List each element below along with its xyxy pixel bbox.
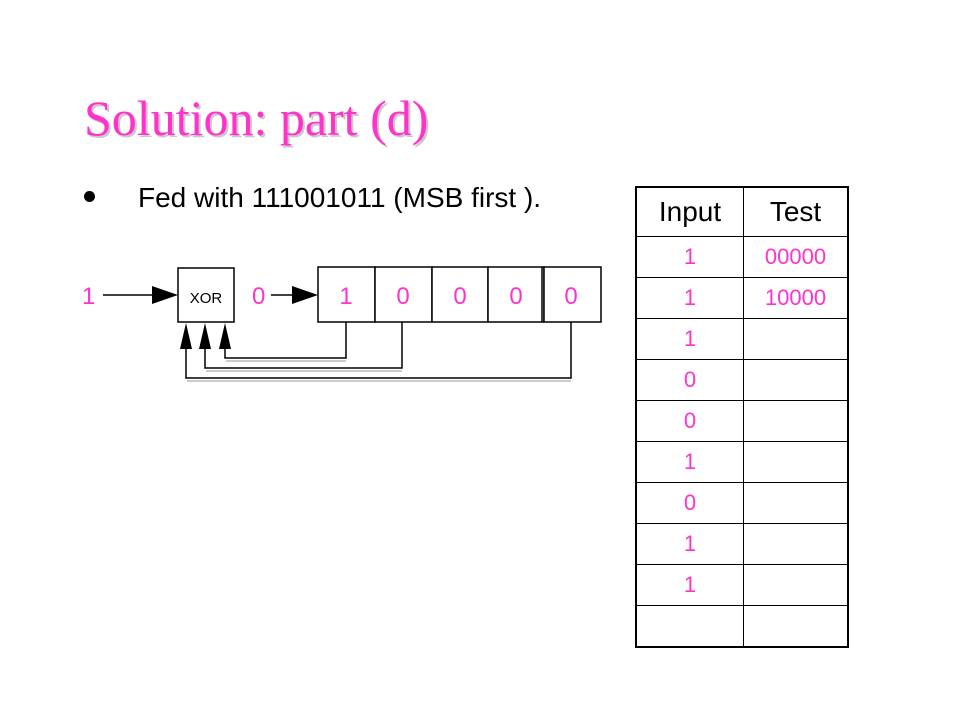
- input-cell: 1: [635, 277, 744, 319]
- test-cell: [743, 359, 849, 401]
- register-bit: 0: [564, 283, 577, 310]
- table-row: 0: [635, 400, 849, 442]
- test-cell: [743, 564, 849, 606]
- input-arrowhead: [152, 286, 178, 304]
- register-cell: [543, 266, 602, 323]
- header-input: Input: [635, 186, 744, 237]
- register-cell: [317, 266, 376, 323]
- input-cell: [635, 605, 744, 648]
- register-bit: 0: [453, 283, 466, 310]
- input-cell: 1: [635, 318, 744, 360]
- xor-output-label: 0: [252, 283, 265, 310]
- feedback-tap-2: [204, 322, 403, 369]
- input-cell: 1: [635, 523, 744, 565]
- test-cell: [743, 400, 849, 442]
- input-cell: 1: [635, 236, 744, 278]
- test-cell: [743, 605, 849, 648]
- register-bit: 1: [339, 283, 352, 310]
- bullet-dot: [84, 191, 95, 202]
- register-bit: 0: [509, 283, 522, 310]
- table-row: 1: [635, 441, 849, 483]
- test-cell: [743, 441, 849, 483]
- table-header-row: Input Test: [635, 186, 849, 237]
- feedback-tap-3: [185, 322, 572, 379]
- register-cell: [374, 266, 433, 323]
- register-cell: [487, 266, 545, 323]
- test-cell: 10000: [743, 277, 849, 319]
- feedback-arrowhead: [219, 323, 231, 349]
- header-test: Test: [743, 186, 849, 237]
- test-cell: [743, 318, 849, 360]
- slide-title: Solution: part (d): [84, 90, 429, 146]
- feedback-tap-1: [224, 322, 347, 359]
- table-row: 0: [635, 359, 849, 401]
- table-row: 1: [635, 318, 849, 360]
- table-row: [635, 605, 849, 648]
- xor-gate-label: XOR: [190, 290, 223, 307]
- register-bit: 0: [396, 283, 409, 310]
- feedback-arrowhead: [199, 323, 211, 349]
- bullet-text: Fed with 111001011 (MSB first ).: [138, 182, 542, 213]
- input-cell: 0: [635, 359, 744, 401]
- feedback-arrowhead: [180, 323, 192, 349]
- xor-gate: [177, 267, 235, 323]
- test-cell: 00000: [743, 236, 849, 278]
- input-bit-label: 1: [82, 283, 95, 310]
- test-cell: [743, 482, 849, 524]
- input-cell: 1: [635, 441, 744, 483]
- output-arrowhead: [292, 286, 318, 304]
- input-cell: 1: [635, 564, 744, 606]
- test-cell: [743, 523, 849, 565]
- table-row: 0: [635, 482, 849, 524]
- lfsr-diagram: 1 XOR 0 1 0 0 0 0: [82, 266, 602, 382]
- input-cell: 0: [635, 400, 744, 442]
- table-row: 1: [635, 523, 849, 565]
- table-row: 1: [635, 564, 849, 606]
- input-cell: 0: [635, 482, 744, 524]
